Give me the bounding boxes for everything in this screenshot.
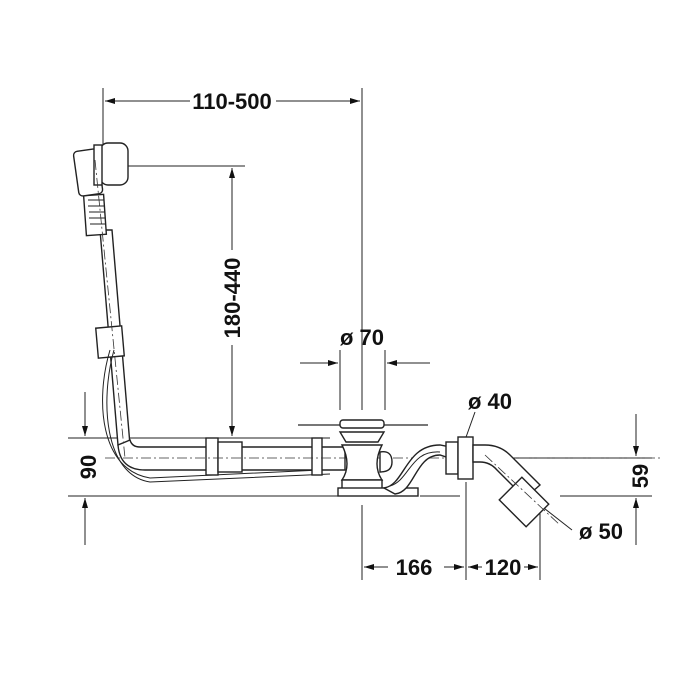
drain-body [298,419,456,497]
outlet-elbow [445,436,561,528]
dimension-lines [82,98,639,570]
dim-drain-diameter: ø 70 [340,325,384,350]
dim-drop: 59 [628,464,653,488]
dimension-labels: 110-500 180-440 90 ø 70 ø 40 ø 50 59 166… [76,89,653,580]
dim-drain-to-outlet: 166 [396,555,433,580]
dim-overflow-height: 180-440 [220,258,245,339]
dim-depth: 90 [76,455,101,479]
dim-overflow-offset: 110-500 [192,89,272,114]
dim-outlet-length: 120 [485,555,522,580]
dim-connection-diameter: ø 50 [579,519,623,544]
dim-outlet-diameter: ø 40 [468,389,512,414]
overflow-assembly [72,142,331,483]
